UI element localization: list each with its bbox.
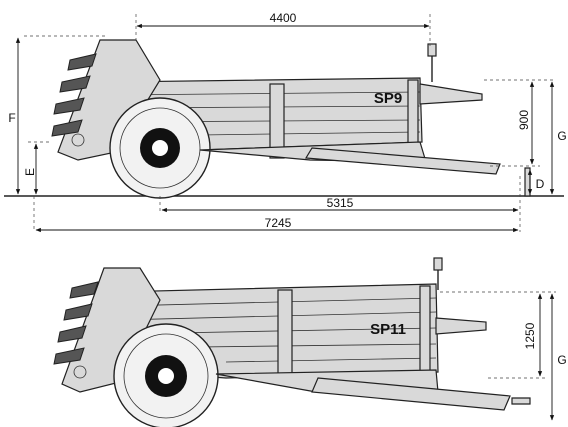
sp9-drawing: 4400 F E 900 G D 5315 7245 SP9	[4, 11, 567, 233]
sp11-hitch	[511, 397, 531, 405]
model-label-sp9: SP9	[374, 90, 402, 107]
sp9-beater-gear	[71, 133, 85, 147]
sp9-beater-tine-4	[51, 119, 83, 137]
sp9-pole-cap	[427, 43, 437, 57]
sp9-wheel-rim	[119, 107, 201, 189]
sp11-drawing: 1250 G SP11	[53, 257, 567, 427]
sp9-rail-1	[117, 91, 421, 96]
sp9-beater-tine-1	[67, 53, 97, 71]
sp11-wheel-rim	[123, 333, 209, 419]
dim-e-label: E	[23, 168, 37, 176]
sp11-stake	[277, 289, 293, 383]
dim-5315-label: 5315	[327, 196, 354, 210]
dim-4400-label: 4400	[270, 11, 297, 25]
sp9-jack-stand	[524, 167, 531, 197]
sp9-beater-tine-3	[53, 97, 85, 115]
dim-g2-label: G	[557, 353, 566, 367]
sp11-pole-cap	[433, 257, 443, 271]
dim-7245-label: 7245	[265, 216, 292, 230]
dim-d-label: D	[536, 177, 545, 191]
sp9-rail-4	[199, 131, 421, 136]
sp9-drawbar	[304, 147, 501, 175]
sp11-rail-5	[225, 357, 437, 363]
sp11-drawbar	[311, 377, 511, 411]
sp9-stake	[269, 83, 285, 159]
sp9-wheel-center	[152, 140, 168, 156]
dim-900-label: 900	[517, 110, 531, 130]
model-label-sp11: SP11	[370, 321, 406, 338]
sp11-front-shield	[435, 317, 487, 335]
sp11-beater-tine-1	[69, 281, 99, 299]
sp9-front-post	[407, 79, 419, 147]
sp11-beater-tine-4	[53, 347, 85, 365]
sp9-beater-tine-2	[59, 75, 91, 93]
sp11-wheel-center	[158, 368, 174, 384]
sp11-beater-tine-3	[57, 325, 87, 343]
sp11-beater-tine-2	[63, 303, 93, 321]
sp11-beater-gear	[73, 365, 87, 379]
dim-g-label: G	[557, 129, 566, 143]
dim-1250-label: 1250	[523, 322, 537, 349]
dim-f-label: F	[8, 111, 15, 125]
sp9-front-shield	[419, 83, 483, 105]
sp11-front-post	[419, 285, 431, 379]
